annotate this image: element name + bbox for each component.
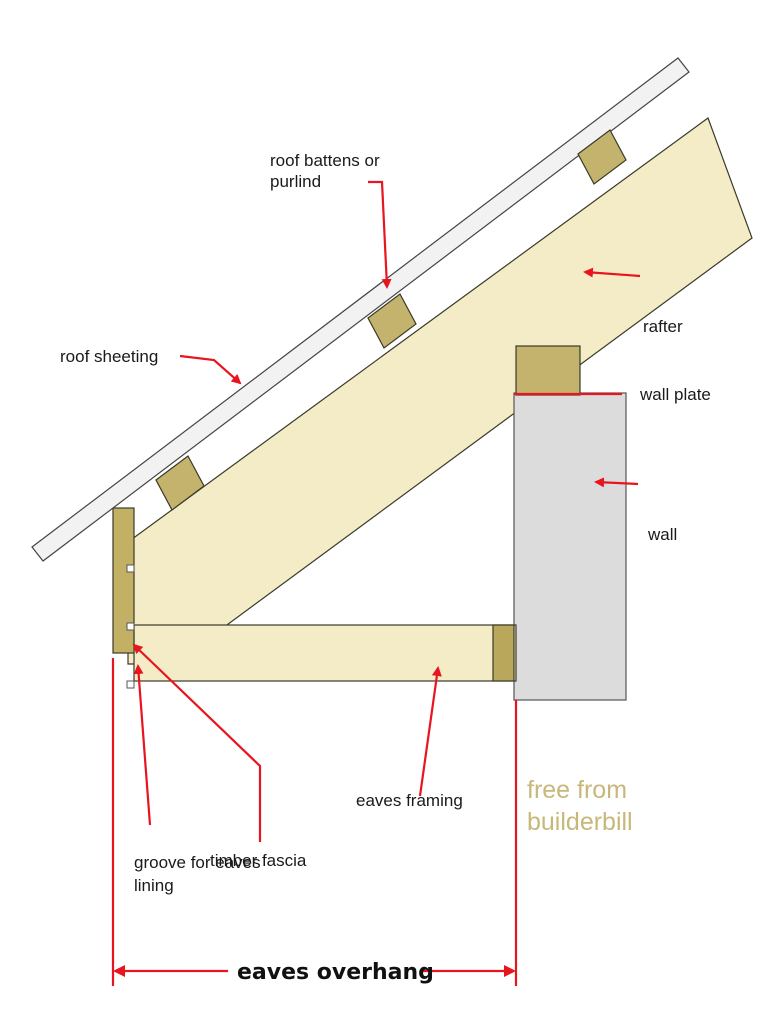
overhang-arrow-left	[113, 965, 125, 977]
pointer-eaves-framing	[418, 666, 442, 797]
label-wall: wall	[647, 525, 677, 544]
roof-battens-group	[155, 129, 627, 511]
label-roof-battens-line2: purlind	[270, 172, 321, 191]
wall-block	[513, 392, 627, 701]
label-groove-line1: groove for eaves	[134, 853, 261, 872]
fascia-grooves	[126, 564, 135, 689]
pointer-roof-sheeting	[179, 354, 242, 385]
label-groove-line2: lining	[134, 876, 174, 895]
credit-line2: builderbill	[527, 808, 633, 836]
credit-line1: free from	[527, 776, 627, 804]
pointer-rafter	[583, 267, 641, 278]
eaves-framing-timber	[133, 624, 517, 682]
label-eaves-overhang: eaves overhang	[237, 960, 434, 985]
batten-3	[577, 129, 627, 185]
label-wall-plate: wall plate	[639, 385, 711, 404]
label-roof-sheeting: roof sheeting	[60, 347, 158, 366]
pointer-groove	[133, 664, 152, 826]
pointer-wall	[594, 477, 639, 488]
pointer-timber-fascia	[132, 643, 262, 842]
wall-plate-timber	[515, 345, 581, 396]
label-eaves-framing: eaves framing	[356, 791, 463, 810]
label-rafter: rafter	[643, 317, 683, 336]
batten-2	[367, 293, 417, 349]
roof-sheeting-board	[31, 57, 690, 562]
label-timber-fascia: timber fascia	[210, 851, 307, 870]
overhang-arrow-right	[504, 965, 516, 977]
pointer-roof-battens	[368, 180, 392, 289]
batten-1	[155, 455, 205, 511]
timber-fascia-board	[112, 507, 135, 654]
eaves-framing-end-block	[492, 624, 515, 682]
label-roof-battens-line1: roof battens or	[270, 151, 380, 170]
